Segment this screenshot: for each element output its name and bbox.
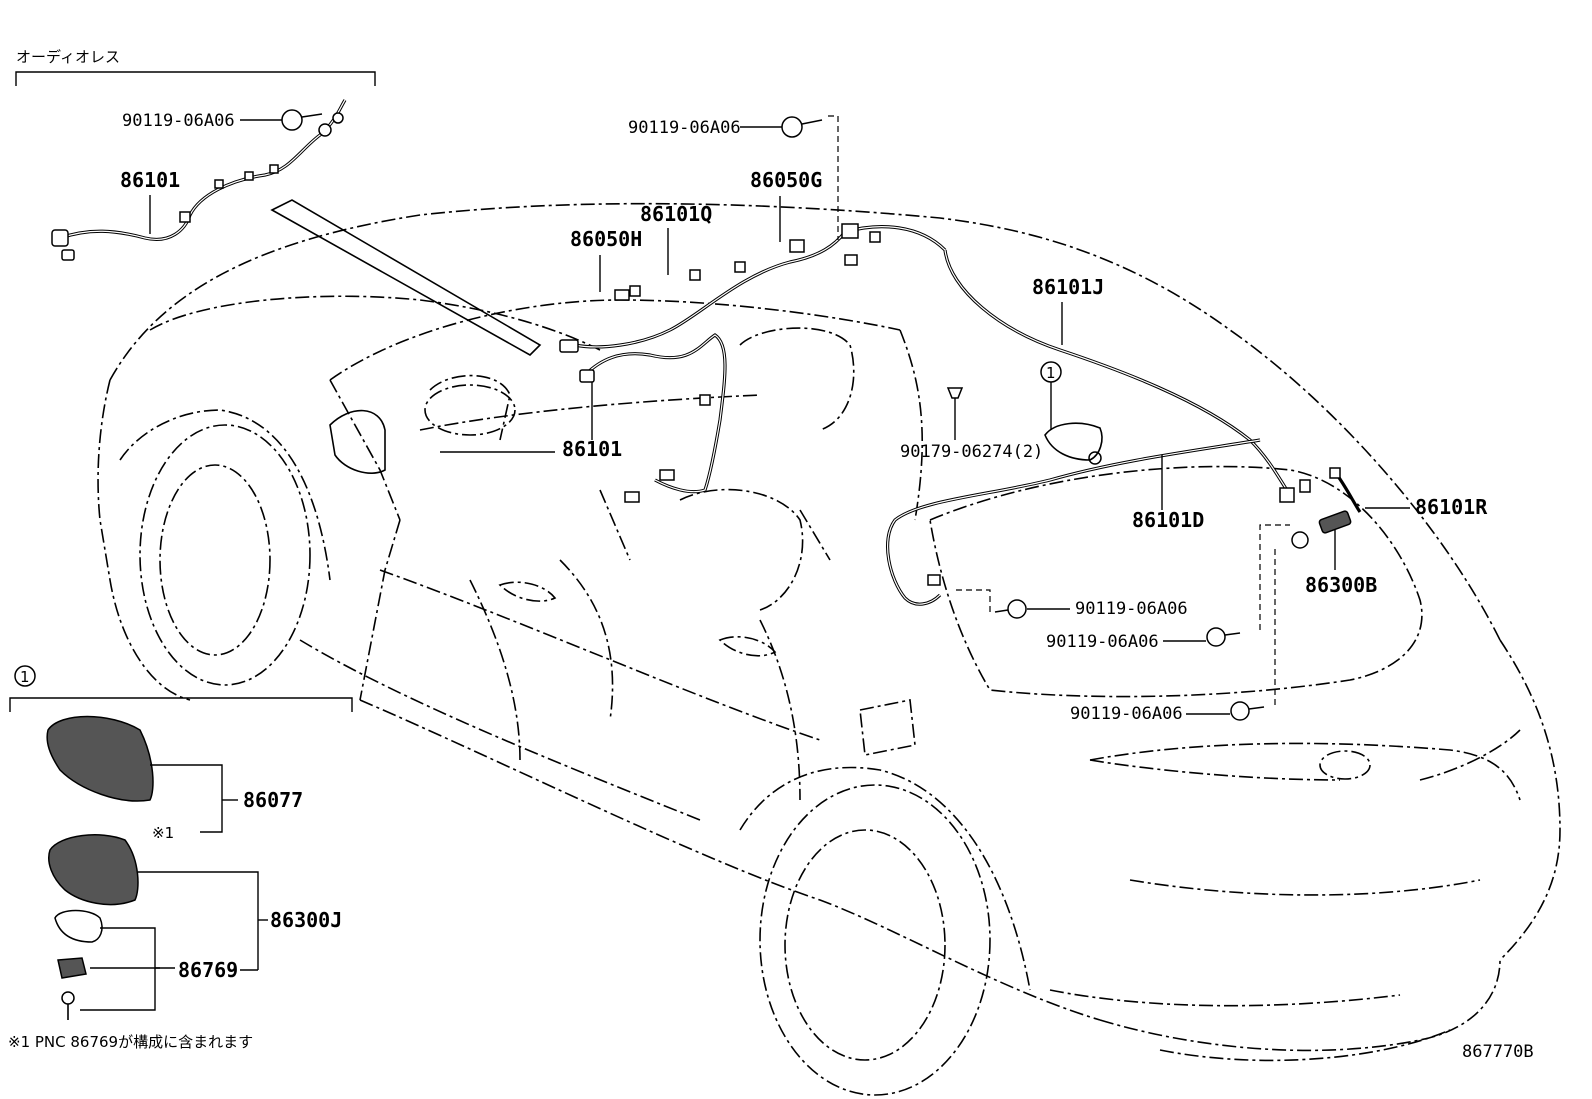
label-90179: 90179-06274(2) — [900, 442, 1043, 462]
label-86101-mid: 86101 — [562, 437, 622, 461]
screw-icon — [61, 991, 75, 1005]
callout-circle-icon — [14, 665, 36, 687]
label-86300J: 86300J — [270, 908, 342, 932]
label-86101R: 86101R — [1415, 495, 1488, 519]
callout-1-roof: 1 — [1046, 364, 1056, 382]
label-86101J: 86101J — [1032, 275, 1104, 299]
label-90119-top-left: 90119-06A06 — [122, 111, 235, 131]
label-90119-top-center: 90119-06A06 — [628, 118, 741, 138]
label-86101Q: 86101Q — [640, 202, 712, 226]
note-mark-1: ※1 — [152, 824, 174, 842]
label-86101-top: 86101 — [120, 168, 180, 192]
antenna-amplifier-icon — [1318, 510, 1352, 534]
antenna-base-icon — [48, 834, 139, 906]
footnote: ※1 PNC 86769が構成に含まれます — [8, 1033, 253, 1051]
car-body-outline — [97, 202, 1561, 1096]
label-86050H: 86050H — [570, 227, 642, 251]
main-harness — [559, 223, 1362, 606]
bolt-icon — [1007, 599, 1027, 619]
label-90119-right2: 90119-06A06 — [1046, 632, 1159, 652]
label-86769: 86769 — [178, 958, 238, 982]
label-90119-right1: 90119-06A06 — [1075, 599, 1188, 619]
bolt-icon — [1206, 627, 1226, 647]
clip-icon — [57, 957, 87, 979]
antenna-detail-group: 1 86077 ※1 86300J 86769 — [9, 665, 353, 1020]
label-86300B: 86300B — [1305, 573, 1377, 597]
clip-icon — [946, 387, 964, 399]
bolt-icon — [781, 116, 803, 138]
antenna-cover-icon — [46, 715, 154, 802]
bolt-icon — [1230, 701, 1250, 721]
diagram-id: 867770B — [1462, 1042, 1534, 1062]
label-90119-right3: 90119-06A06 — [1070, 704, 1183, 724]
bolt-icon — [281, 109, 303, 131]
label-86101D: 86101D — [1132, 508, 1204, 532]
car-labels: 90119-06A06 86050G 86101Q 86050H 86101J … — [440, 115, 1488, 724]
roof-pointer-band — [270, 199, 542, 356]
gasket-icon — [54, 909, 103, 943]
audioless-title: オーディオレス — [16, 48, 120, 66]
audioless-group: オーディオレス 90119-06A06 86101 — [15, 48, 376, 261]
label-86077: 86077 — [243, 788, 303, 812]
callout-1-box: 1 — [20, 668, 30, 686]
label-86050G: 86050G — [750, 168, 822, 192]
